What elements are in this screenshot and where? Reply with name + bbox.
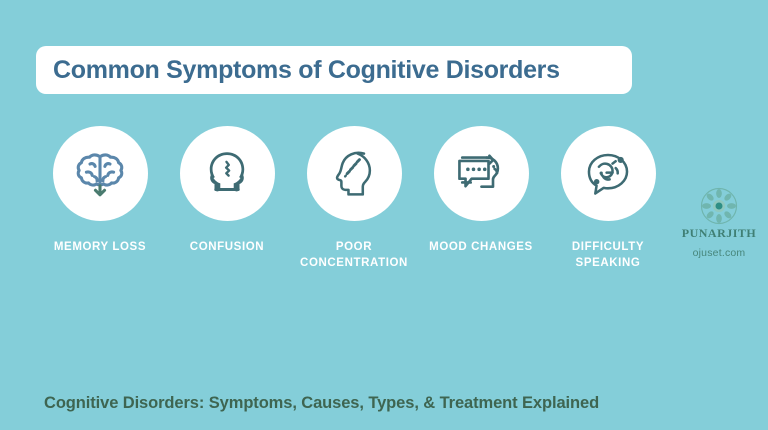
icon-circle-mood-changes [433, 126, 529, 221]
icon-circle-difficulty-speaking [560, 126, 656, 221]
cracked-head-icon [198, 145, 256, 203]
page-title: Common Symptoms of Cognitive Disorders [53, 55, 560, 84]
floral-mandala-icon [699, 186, 739, 226]
footer-caption: Cognitive Disorders: Symptoms, Causes, T… [44, 394, 600, 412]
symptom-item-difficulty-speaking: DIFFICULTY SPEAKING [548, 126, 668, 271]
symptom-item-memory-loss: MEMORY LOSS [40, 126, 160, 271]
icon-circle-confusion [179, 126, 275, 221]
symptom-label: POOR CONCENTRATION [300, 241, 408, 269]
speech-bubble-face-icon [451, 144, 511, 204]
symptom-label: MEMORY LOSS [53, 241, 147, 253]
symptom-label: MOOD CHANGES [429, 241, 533, 253]
icon-circle-poor-concentration [306, 126, 402, 221]
head-scattered-marks-icon [325, 145, 383, 203]
brain-down-arrow-icon [71, 145, 129, 203]
title-card: Common Symptoms of Cognitive Disorders [36, 46, 632, 94]
symptom-label: DIFFICULTY SPEAKING [571, 241, 645, 269]
brand-name: PUNARJITH [681, 226, 757, 240]
symptom-label: CONFUSION [189, 241, 265, 253]
symptom-item-mood-changes: MOOD CHANGES [421, 126, 541, 271]
icon-circle-memory-loss [52, 126, 148, 221]
symptom-item-poor-concentration: POOR CONCENTRATION [294, 126, 414, 271]
symptom-item-confusion: CONFUSION [167, 126, 287, 271]
brand-logo: PUNARJITH ojuset.com [676, 186, 762, 259]
speech-bubble-swirl-icon [579, 145, 637, 203]
symptoms-row: MEMORY LOSS [40, 126, 668, 271]
brand-website: ojuset.com [692, 247, 746, 259]
